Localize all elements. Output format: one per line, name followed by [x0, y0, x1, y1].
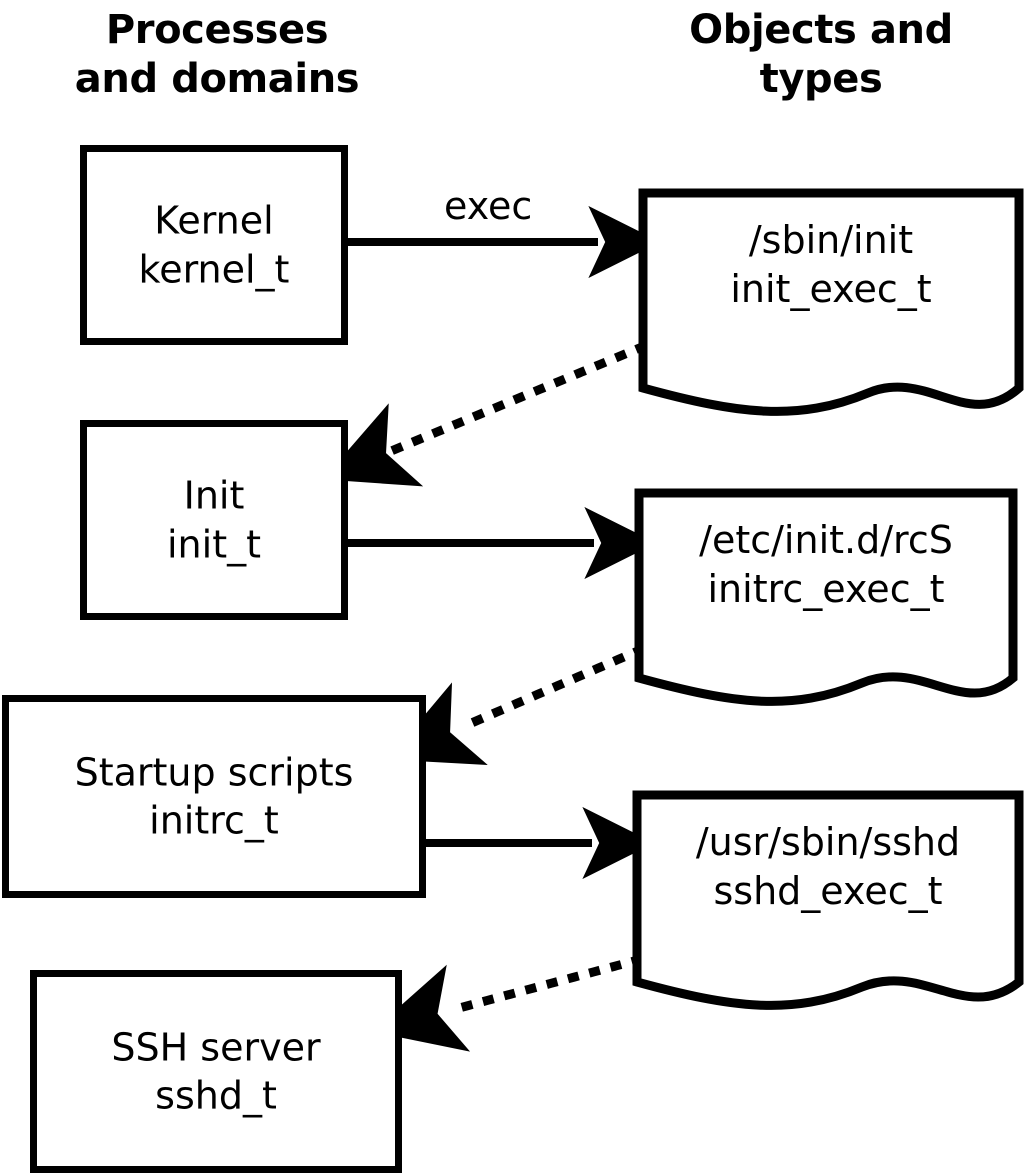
process-type-init: init_t — [167, 522, 261, 566]
process-box-sshd-text: SSH server sshd_t — [37, 1023, 395, 1120]
process-name-kernel: Kernel — [154, 198, 274, 243]
process-type-kernel: kernel_t — [138, 247, 290, 291]
edge-sshd-exec-to-sshd — [371, 954, 644, 1052]
document-shape-icon — [632, 790, 1024, 1010]
process-box-initrc[interactable]: Startup scripts initrc_t — [2, 695, 426, 898]
process-box-kernel[interactable]: Kernel kernel_t — [80, 145, 348, 345]
document-shape-icon — [638, 188, 1024, 416]
column-heading-processes-line1: Processes — [105, 7, 329, 53]
process-type-initrc: initrc_t — [149, 798, 279, 843]
column-heading-objects-line1: Objects and — [689, 7, 953, 53]
object-doc-sshd-exec[interactable]: /usr/sbin/sshd sshd_exec_t — [632, 790, 1024, 1020]
process-box-init[interactable]: Init init_t — [80, 420, 348, 620]
process-box-sshd[interactable]: SSH server sshd_t — [30, 970, 402, 1173]
process-box-init-text: Init init_t — [87, 471, 341, 568]
document-shape-icon — [634, 488, 1018, 706]
column-heading-processes-line2: and domains — [74, 55, 360, 102]
process-name-initrc: Startup scripts — [74, 749, 354, 794]
column-heading-processes: Processes and domains — [12, 6, 422, 104]
object-doc-init-exec[interactable]: /sbin/init init_exec_t — [638, 188, 1024, 430]
process-name-init: Init — [183, 473, 245, 518]
edge-initrc-exec-to-initrc — [387, 644, 646, 765]
edge-label-exec: exec — [444, 184, 533, 228]
column-heading-objects-line2: types — [759, 55, 883, 102]
process-box-kernel-text: Kernel kernel_t — [87, 196, 341, 293]
process-box-initrc-text: Startup scripts initrc_t — [9, 748, 419, 845]
process-type-sshd: sshd_t — [155, 1073, 277, 1118]
edge-init-exec-to-init — [322, 341, 648, 487]
object-doc-initrc-exec[interactable]: /etc/init.d/rcS initrc_exec_t — [634, 488, 1018, 716]
process-name-sshd: SSH server — [111, 1024, 321, 1069]
column-heading-objects: Objects and types — [618, 6, 1024, 104]
